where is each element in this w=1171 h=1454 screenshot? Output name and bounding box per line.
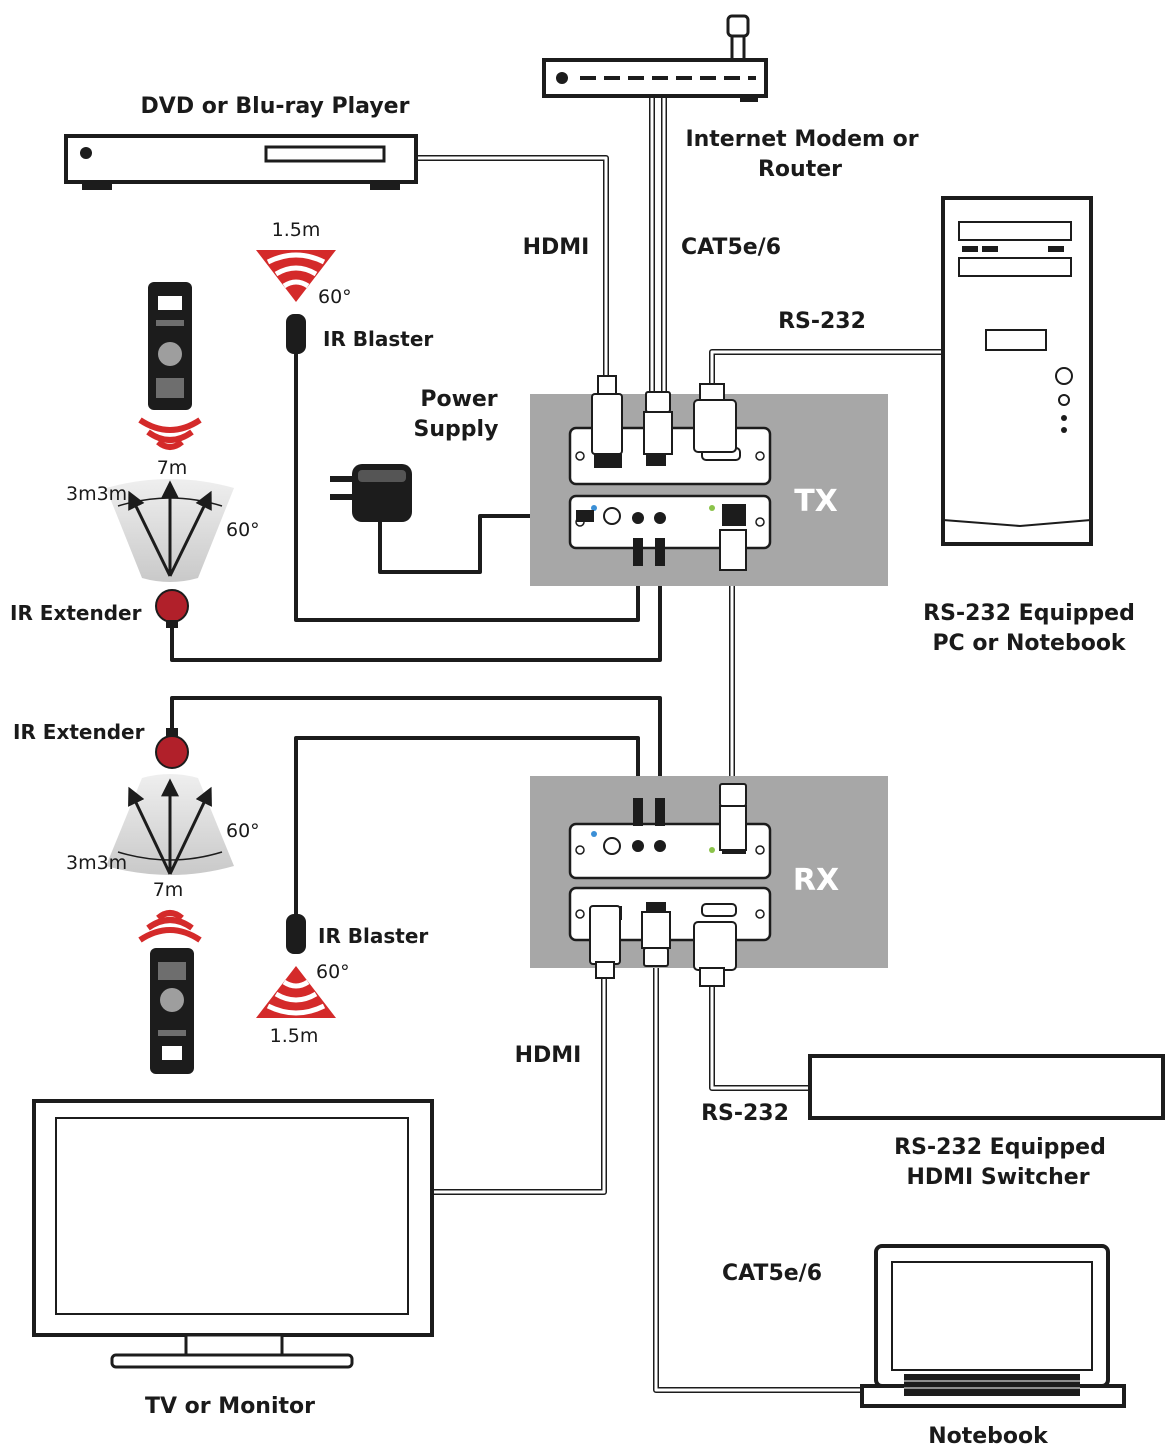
ir-extender-bottom-fan [106, 774, 234, 875]
pc-label: RS-232 Equipped [923, 601, 1135, 626]
extender-top-side: 3m3m [66, 483, 127, 505]
blaster-bottom-label: IR Blaster [318, 924, 428, 948]
hdmi-bottom-label: HDMI [515, 1043, 582, 1068]
tv-monitor-device [32, 1099, 434, 1369]
pc-label-line2: PC or Notebook [932, 631, 1126, 656]
ir-extender-bottom-eye [155, 728, 189, 769]
ir-blaster-top [256, 250, 336, 354]
power-supply-label-line2: Supply [414, 417, 499, 442]
cat-top-label: CAT5e/6 [681, 235, 781, 260]
ir-extender-top-fan [106, 479, 234, 582]
router-label: Internet Modem or [685, 127, 918, 152]
rx-hdmi-plug [589, 905, 621, 979]
cable-rs232-bottom [709, 982, 813, 1091]
ir-wire-bottom-blaster [294, 736, 640, 918]
tx-ir-plugs [633, 538, 665, 566]
cat-bottom-label: CAT5e/6 [722, 1261, 822, 1286]
ir-extender-top-eye [155, 589, 189, 628]
pc-tower-device [941, 196, 1093, 546]
blaster-top-angle: 60° [318, 286, 352, 308]
blaster-bottom-angle: 60° [316, 961, 350, 983]
blaster-top-label: IR Blaster [323, 327, 433, 351]
ir-wire-top-extender [170, 540, 662, 662]
remote-control-bottom [150, 948, 194, 1074]
extender-bottom-range: 7m [153, 879, 184, 901]
ir-blaster-bottom [256, 914, 336, 1018]
switcher-label: RS-232 Equipped [894, 1135, 1106, 1160]
rs232-bottom-label: RS-232 [701, 1101, 789, 1126]
blaster-bottom-range: 1.5m [270, 1025, 319, 1047]
ir-wire-bottom-extender [170, 696, 662, 800]
power-adapter [330, 464, 594, 522]
dvd-player-label: DVD or Blu-ray Player [141, 94, 410, 119]
cable-power [378, 514, 588, 574]
tx-cat-link-plug [719, 529, 747, 571]
remote-control-top [148, 282, 192, 410]
tx-cat-plug [643, 391, 673, 455]
tv-label: TV or Monitor [145, 1394, 315, 1419]
tx-rs232-plug [693, 383, 737, 453]
extender-bottom-side: 3m3m [66, 852, 127, 874]
extender-bottom-angle: 60° [226, 820, 260, 842]
ir-signal-top-remote [138, 417, 202, 450]
extender-top-angle: 60° [226, 519, 260, 541]
router-label-line2: Router [758, 157, 842, 182]
hdmi-switcher-device [808, 1054, 1165, 1120]
extender-bottom-label: IR Extender [13, 720, 145, 744]
tx-label: TX [794, 484, 838, 519]
notebook-label: Notebook [928, 1424, 1049, 1449]
dvd-player-device [64, 134, 418, 190]
rx-cat-plug [641, 911, 671, 967]
extender-top-label: IR Extender [10, 601, 142, 625]
cable-hdmi-top [413, 155, 609, 383]
switcher-label-line2: HDMI Switcher [906, 1165, 1089, 1190]
cable-cat-top [649, 95, 667, 395]
rx-label: RX [793, 863, 839, 898]
rx-rs232-plug [693, 921, 737, 987]
ir-signal-bottom-remote [138, 910, 202, 943]
notebook-device [860, 1244, 1126, 1408]
rs232-top-label: RS-232 [778, 309, 866, 334]
router-device [542, 14, 768, 102]
rx-cat-link-plug [719, 783, 747, 851]
blaster-top-range: 1.5m [272, 219, 321, 241]
cable-rs232-top [709, 349, 946, 391]
cable-cat-bottom [653, 959, 865, 1393]
hdmi-top-label: HDMI [523, 235, 590, 260]
extender-top-range: 7m [157, 457, 188, 479]
rx-ir-plugs [633, 798, 665, 826]
power-supply-label: Power [420, 387, 497, 412]
cable-hdmi-bottom [429, 972, 607, 1195]
tx-hdmi-plug [591, 375, 623, 455]
